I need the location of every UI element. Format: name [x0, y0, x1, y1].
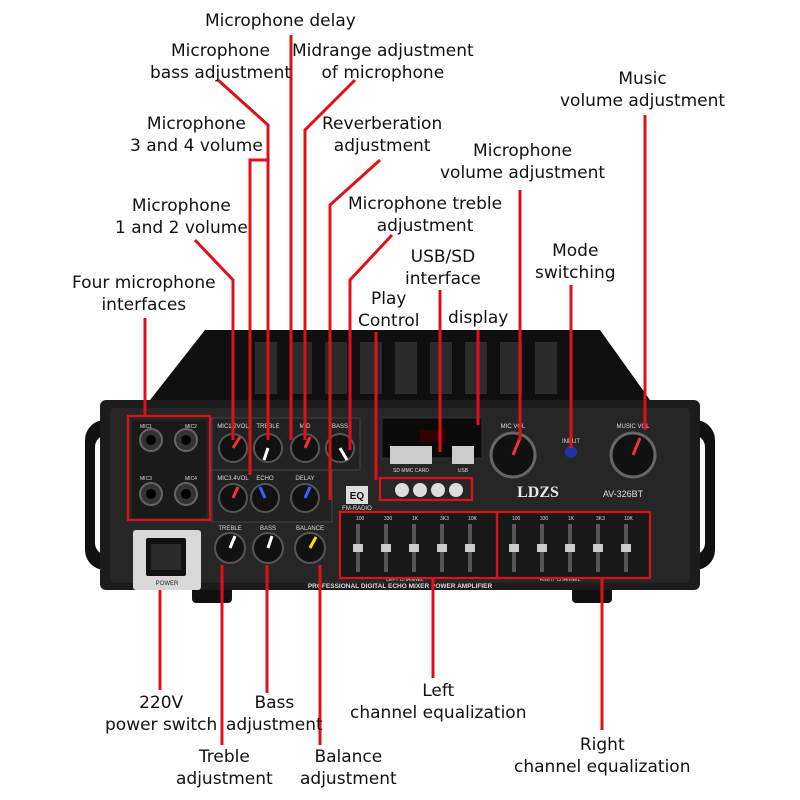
- play-buttons: [395, 483, 463, 497]
- eq-freq-label: 3K3: [440, 516, 449, 522]
- eq-freq-label: 100: [356, 516, 365, 522]
- eq-slider-knob: [565, 544, 575, 552]
- model-label: AV-326BT: [603, 489, 644, 499]
- usb-label: USB: [458, 468, 469, 474]
- callout-lines: [143, 35, 647, 745]
- label-display: display: [448, 308, 509, 328]
- knobs-top: [218, 433, 355, 463]
- jack-label: MIC3: [140, 476, 152, 482]
- usb-port: [452, 446, 474, 464]
- callout-box-right-eq: [495, 510, 652, 580]
- input-button: [565, 446, 577, 458]
- eq-freq-label: 330: [540, 516, 549, 522]
- knob-label: BALANCE: [296, 526, 324, 532]
- eq-freq-label: 3K3: [596, 516, 605, 522]
- sd-label: SD MMC CARD: [393, 468, 429, 474]
- knobs-bottom: [214, 532, 326, 564]
- eq-slider-knob: [593, 544, 603, 552]
- brand-label: LDZS: [517, 484, 559, 501]
- vent-slots: [255, 342, 557, 394]
- eq-freq-label: 330: [384, 516, 393, 522]
- left-channel-label: LEFT CHANNEL: [386, 577, 424, 583]
- jack-label: MIC2: [185, 424, 197, 430]
- eq-freq-label: 10K: [624, 516, 634, 522]
- knob-label: MIC3.4VOL: [217, 476, 249, 482]
- callout-box-play: [378, 476, 474, 502]
- mic-vol-label: MIC VOL: [501, 424, 526, 430]
- eq-freq-label: 1K: [568, 516, 575, 522]
- knob-label: ECHO: [256, 476, 274, 482]
- mic-jacks: [139, 428, 198, 506]
- eq-slider-knob: [537, 544, 547, 552]
- eq-slider-knob: [465, 544, 475, 552]
- eq-slider-knob: [353, 544, 363, 552]
- eq-slider-knob: [437, 544, 447, 552]
- fm-label: FM-RADIO: [342, 506, 372, 512]
- eq-freq-label: 100: [512, 516, 521, 522]
- power-label: POWER: [156, 581, 179, 587]
- label-mic-delay: Microphone delay: [205, 11, 356, 31]
- eq-badge: EQ: [350, 491, 365, 502]
- jack-label: MIC1: [140, 424, 152, 430]
- eq-freq-label: 10K: [468, 516, 478, 522]
- jack-label: MIC4: [185, 476, 197, 482]
- eq-slider-knob: [621, 544, 631, 552]
- callout-box-mic-interfaces: [126, 414, 212, 522]
- eq-slider-knob: [381, 544, 391, 552]
- music-vol-label: MUSIC VOL: [616, 424, 650, 430]
- sd-slot: [390, 446, 432, 464]
- eq-freq-label: 1K: [412, 516, 419, 522]
- eq-slider-knob: [409, 544, 419, 552]
- bottom-text: PROFESSIONAL DIGITAL ECHO MIXER POWER AM…: [308, 583, 493, 590]
- knob-label: TREBLE: [218, 526, 241, 532]
- right-channel-label: RIGHT CHANNEL: [540, 577, 581, 583]
- knob-label: DELAY: [295, 476, 314, 482]
- knobs-mid: [218, 483, 320, 513]
- knob-label: BASS: [332, 424, 348, 430]
- eq-slider-knob: [509, 544, 519, 552]
- knob-label: BASS: [260, 526, 276, 532]
- eq-sliders: 100 330 1K 3K3 10K 100 330 1K 3K3 10K: [353, 516, 634, 572]
